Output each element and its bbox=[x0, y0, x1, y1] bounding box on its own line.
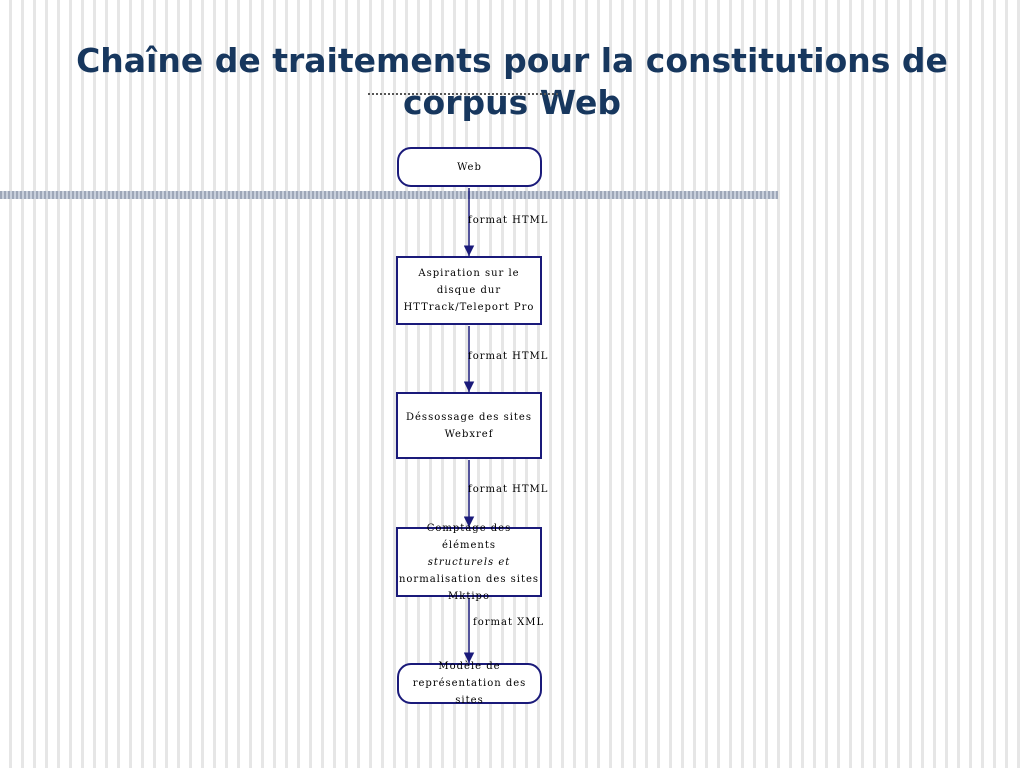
node-dessossage-line-2: Webxref bbox=[444, 428, 494, 440]
edge-label-3: format HTML bbox=[468, 484, 549, 495]
node-aspiration-line-3: HTTrack/Teleport Pro bbox=[403, 302, 535, 313]
slide-title-line-2: corpus Web bbox=[403, 83, 621, 122]
node-comptage: Comptage des éléments structurels et nor… bbox=[396, 523, 542, 602]
node-comptage-line-3: normalisation des sites bbox=[398, 573, 540, 585]
node-dessossage: Déssossage des sites Webxref bbox=[396, 392, 542, 459]
edge-label-2: format HTML bbox=[468, 351, 549, 362]
node-aspiration-line-1: Aspiration sur le bbox=[418, 268, 520, 279]
node-web: Web bbox=[397, 147, 542, 187]
edge-label-1: format HTML bbox=[468, 215, 549, 226]
node-comptage-line-1: Comptage des éléments bbox=[426, 522, 512, 551]
slide-title-line-1: Chaîne de traitements pour la constituti… bbox=[76, 41, 948, 80]
node-dessossage-line-1: Déssossage des sites bbox=[406, 411, 532, 423]
node-aspiration-line-2: disque dur bbox=[436, 285, 502, 296]
node-comptage-line-4: Mktipo bbox=[448, 590, 490, 602]
node-modele: Modèle de représentation des sites bbox=[397, 661, 542, 706]
slide-title: Chaîne de traitements pour la constituti… bbox=[0, 40, 1024, 124]
node-aspiration: Aspiration sur le disque dur HTTrack/Tel… bbox=[396, 256, 542, 325]
node-comptage-line-2: structurels et bbox=[427, 556, 511, 568]
node-modele-line-1: Modèle de bbox=[438, 661, 501, 672]
horizontal-rule-bar bbox=[0, 191, 778, 199]
edge-label-4: format XML bbox=[473, 617, 545, 628]
title-dotted-underline bbox=[368, 93, 558, 95]
node-web-line-1: Web bbox=[457, 161, 482, 173]
node-modele-line-2: représentation des sites bbox=[412, 678, 527, 706]
